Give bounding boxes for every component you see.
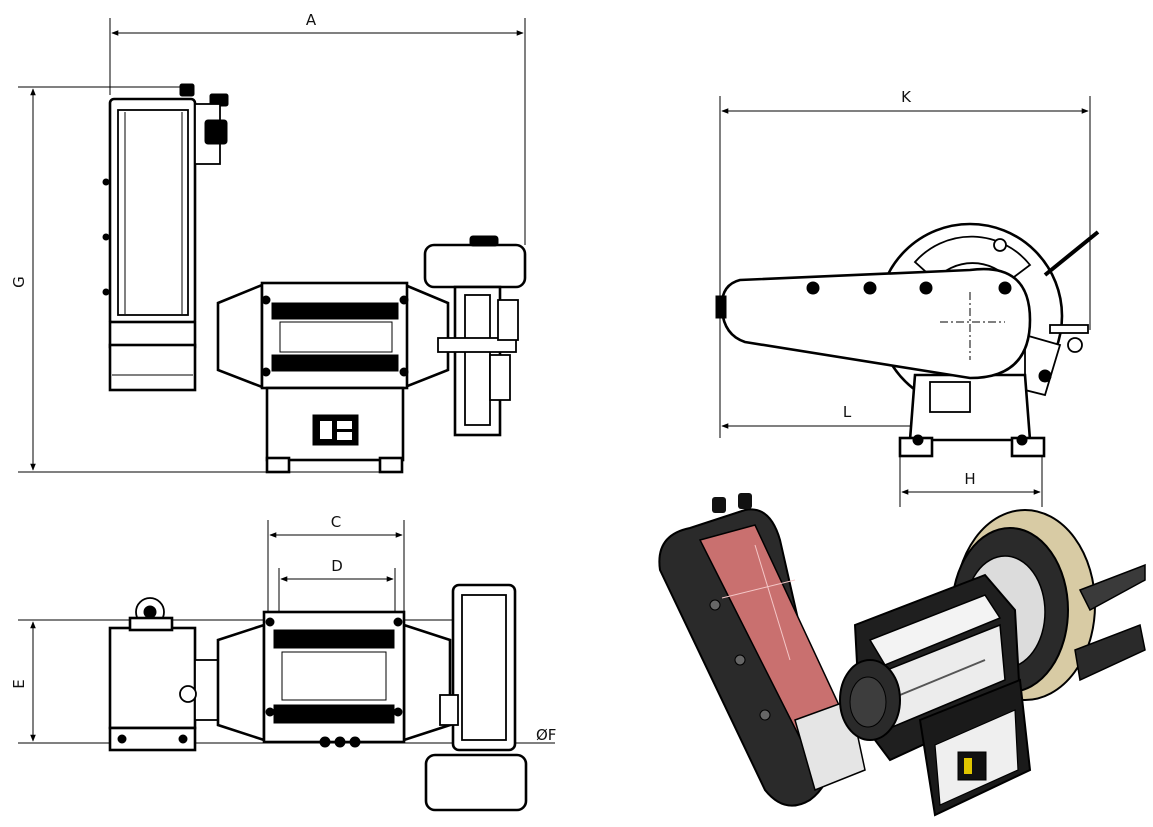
- isometric-view: [658, 493, 1146, 817]
- front-view: A G: [10, 11, 527, 474]
- dimension-l-label: L: [843, 403, 852, 421]
- dimension-g-label: G: [10, 276, 28, 288]
- dimension-g: G: [10, 86, 400, 473]
- dimension-h: H: [899, 455, 1043, 507]
- dimension-f-label: ØF: [536, 726, 556, 744]
- dimension-f: ØF: [520, 726, 556, 744]
- dimension-c-label: C: [331, 513, 341, 531]
- dimension-a-label: A: [306, 11, 317, 29]
- side-view: K L H: [715, 88, 1100, 507]
- dimension-d: D: [278, 557, 396, 612]
- dimension-k: K: [719, 88, 1091, 438]
- dimension-e-label: E: [10, 679, 28, 688]
- top-view: C D E ØF: [10, 513, 556, 812]
- dimension-c: C: [267, 513, 405, 612]
- dimension-h-label: H: [964, 470, 975, 488]
- dimension-a: A: [109, 11, 526, 245]
- dimension-d-label: D: [331, 557, 343, 575]
- dimension-k-label: K: [901, 88, 912, 106]
